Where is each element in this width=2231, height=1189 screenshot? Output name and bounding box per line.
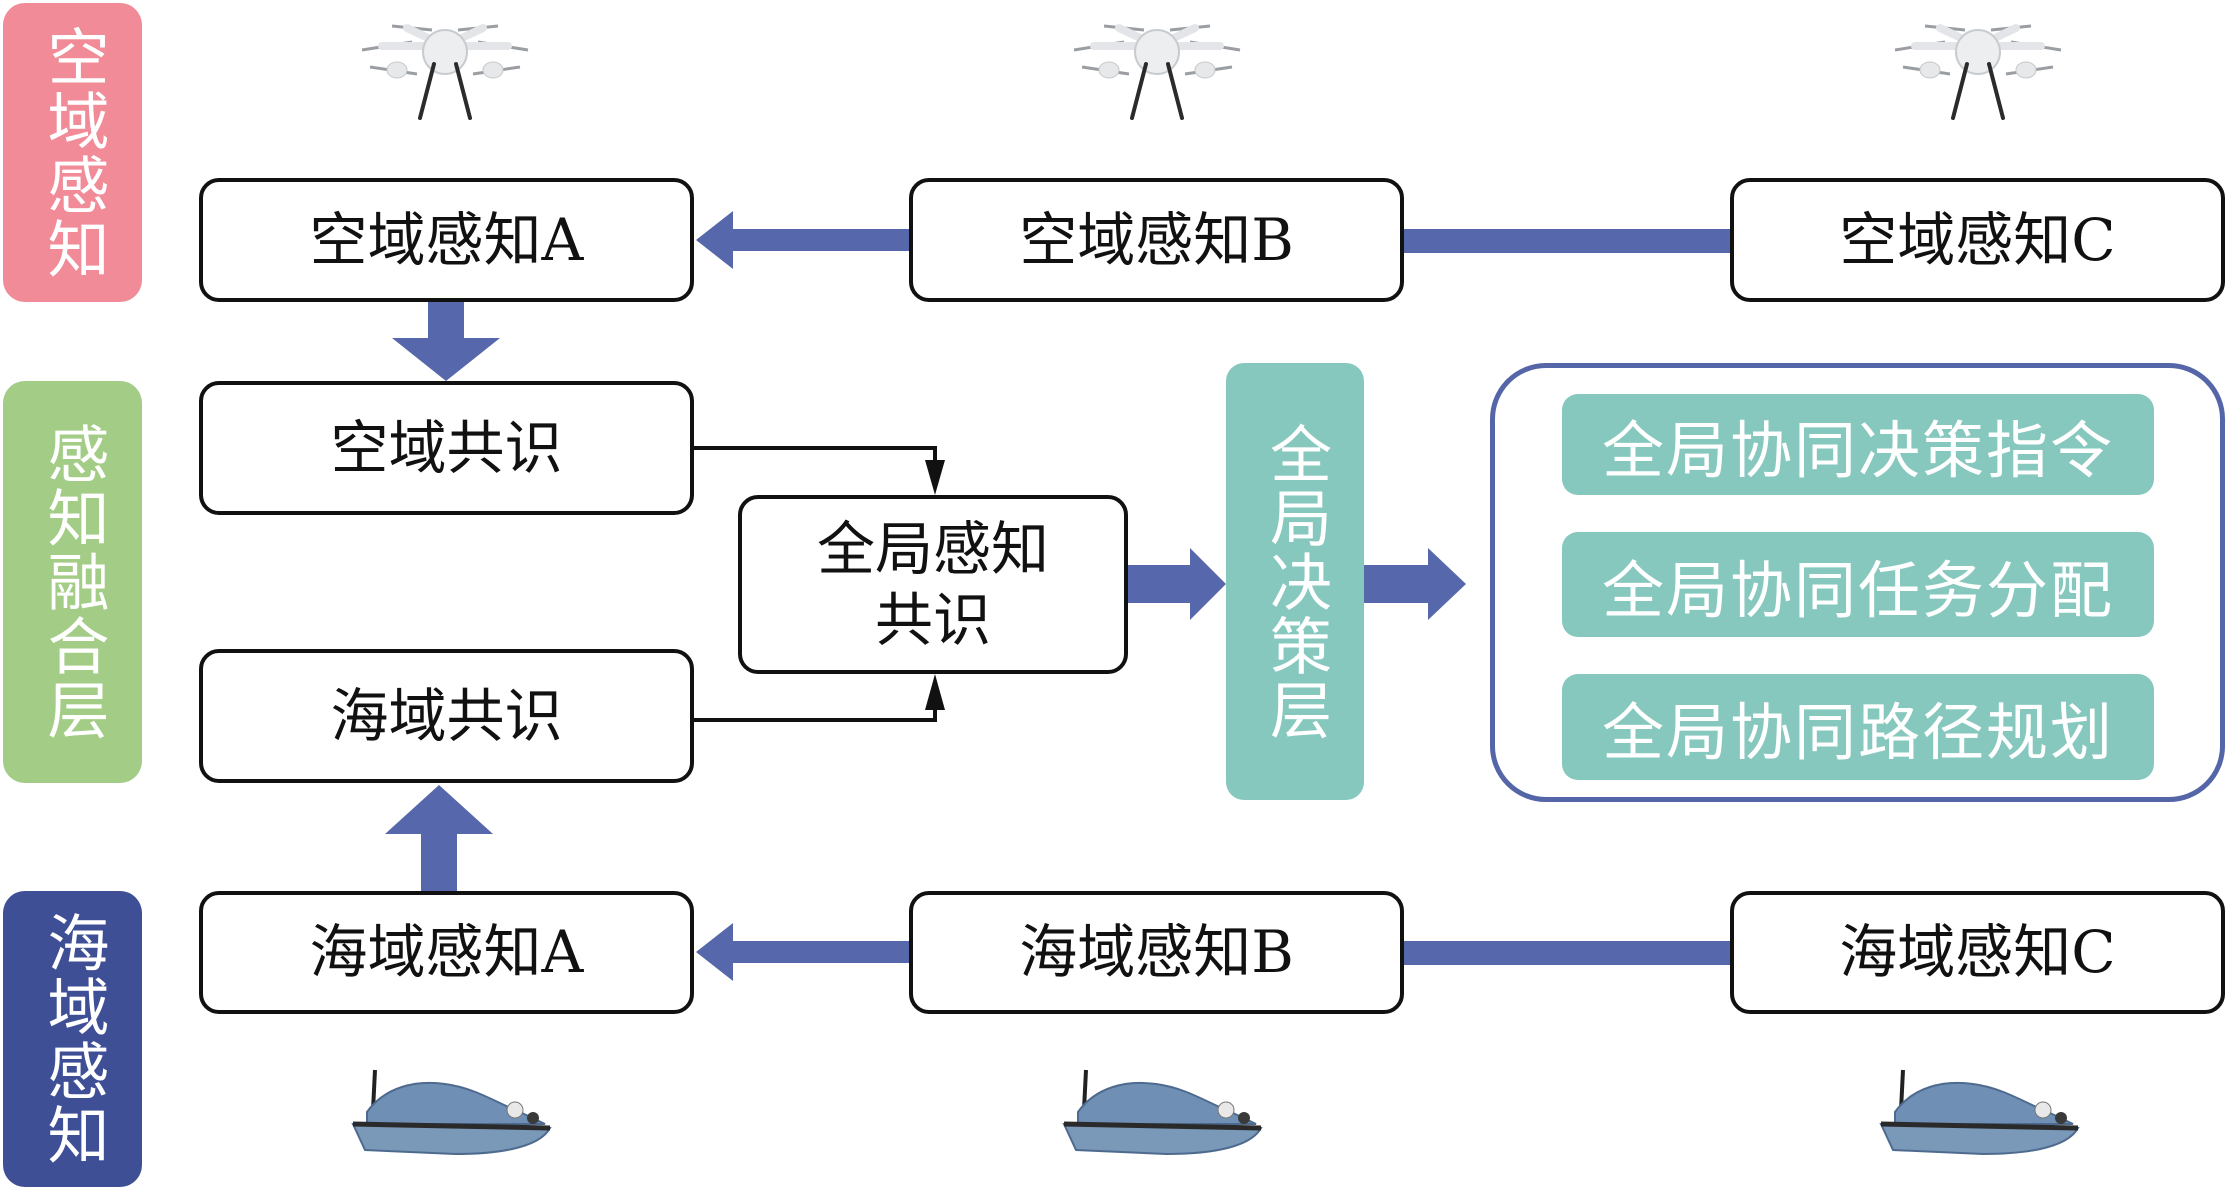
sea-perception-b: 海域感知B xyxy=(909,891,1404,1014)
line-sea-consensus-to-global xyxy=(694,708,937,722)
global-decision-layer-text: 全局决策层 xyxy=(1259,421,1332,742)
boat-icon xyxy=(345,1062,560,1166)
air-perception-label-text: 空域感知 xyxy=(36,24,110,281)
sea-perception-label-text: 海域感知 xyxy=(36,911,110,1167)
air-perception-a: 空域感知A xyxy=(199,178,694,302)
arrow-air-b-to-a xyxy=(696,211,909,269)
bar-air-b-to-c xyxy=(1404,229,1730,253)
air-perception-b-text: 空域感知B xyxy=(1019,205,1294,274)
output-decision-command: 全局协同决策指令 xyxy=(1562,394,2154,495)
drone-icon xyxy=(1064,12,1250,126)
fusion-layer-label-text: 感知融合层 xyxy=(36,422,110,742)
output-task-allocation: 全局协同任务分配 xyxy=(1562,532,2154,637)
air-perception-b: 空域感知B xyxy=(909,178,1404,302)
global-perception-consensus-line1: 全局感知 xyxy=(816,514,1049,583)
global-decision-layer: 全局决策层 xyxy=(1226,363,1364,800)
boat-icon xyxy=(1873,1062,2088,1166)
sea-consensus-text: 海域共识 xyxy=(330,681,563,750)
output-decision-command-text: 全局协同决策指令 xyxy=(1601,413,2114,487)
air-perception-label: 空域感知 xyxy=(3,3,142,302)
sea-perception-b-text: 海域感知B xyxy=(1019,918,1294,987)
arrowhead-sea-consensus xyxy=(925,674,945,710)
output-path-planning: 全局协同路径规划 xyxy=(1562,674,2154,780)
sea-perception-c: 海域感知C xyxy=(1730,891,2225,1014)
air-perception-a-text: 空域感知A xyxy=(309,205,584,274)
output-task-allocation-text: 全局协同任务分配 xyxy=(1601,553,2114,627)
sea-perception-c-text: 海域感知C xyxy=(1839,918,2116,987)
air-perception-c: 空域感知C xyxy=(1730,178,2225,302)
sea-consensus: 海域共识 xyxy=(199,649,694,783)
drone-icon xyxy=(1885,12,2071,126)
arrow-sea-b-to-a xyxy=(696,923,909,981)
global-perception-consensus: 全局感知 共识 xyxy=(738,495,1128,674)
line-air-consensus-to-global xyxy=(694,446,937,462)
output-path-planning-text: 全局协同路径规划 xyxy=(1601,696,2114,769)
air-consensus-text: 空域共识 xyxy=(330,413,563,482)
arrow-air-a-down xyxy=(392,302,500,381)
arrow-global-to-decision xyxy=(1128,548,1226,620)
global-perception-consensus-line2: 共识 xyxy=(874,585,991,654)
air-perception-c-text: 空域感知C xyxy=(1839,205,2116,274)
arrowhead-air-consensus xyxy=(925,460,945,495)
boat-icon xyxy=(1056,1062,1271,1166)
bar-sea-b-to-c xyxy=(1404,941,1730,965)
fusion-layer-label: 感知融合层 xyxy=(3,381,142,783)
drone-icon xyxy=(352,12,538,126)
air-consensus: 空域共识 xyxy=(199,381,694,515)
decision-outputs-panel: 全局协同决策指令 全局协同任务分配 全局协同路径规划 xyxy=(1490,363,2225,802)
sea-perception-a: 海域感知A xyxy=(199,891,694,1014)
sea-perception-label: 海域感知 xyxy=(3,891,142,1187)
arrow-decision-to-outputs xyxy=(1364,548,1466,620)
arrow-sea-a-up xyxy=(385,785,493,891)
sea-perception-a-text: 海域感知A xyxy=(309,918,584,987)
